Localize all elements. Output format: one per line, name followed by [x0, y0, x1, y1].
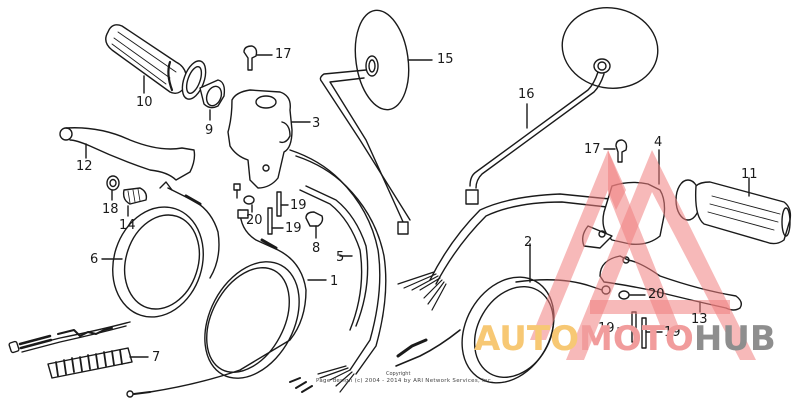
- copyright-label: Copyright: [386, 371, 411, 377]
- callout-19c: 19: [598, 321, 615, 336]
- callout-17-right: 17: [584, 142, 601, 157]
- cable-spring: [47, 347, 149, 379]
- callout-12: 12: [76, 159, 93, 174]
- callout-20-right: 20: [648, 287, 665, 302]
- callout-2: 2: [524, 235, 533, 250]
- callout-18: 18: [102, 202, 119, 217]
- bolt-19b: [267, 207, 284, 235]
- left-lever: [59, 127, 196, 181]
- bolt-19a: [276, 191, 289, 217]
- screw-small: [233, 183, 241, 199]
- callout-17-left: 17: [275, 47, 292, 62]
- callout-13: 13: [691, 312, 708, 327]
- right-mirror: [465, 7, 659, 205]
- clutch-cable: [395, 243, 611, 384]
- watermark-logo: [530, 150, 756, 360]
- nut-20-left: [243, 195, 255, 213]
- nut-20-right: [618, 290, 646, 300]
- callout-19b: 19: [285, 221, 302, 236]
- callout-3: 3: [312, 116, 321, 131]
- callout-9: 9: [205, 123, 214, 138]
- throttle-pipe: [199, 79, 226, 121]
- watermark-moto: MOTO: [578, 319, 694, 359]
- callout-11: 11: [741, 167, 758, 182]
- screw-17-left: [243, 45, 273, 71]
- watermark-auto: AUTO: [474, 319, 579, 359]
- clamp-8: [305, 211, 324, 239]
- callout-1: 1: [330, 274, 339, 289]
- copyright-notice: Page design (c) 2004 - 2014 by ARI Netwo…: [316, 378, 494, 384]
- throttle-cable: [126, 209, 327, 398]
- callout-6: 6: [90, 252, 99, 267]
- callout-19a: 19: [290, 198, 307, 213]
- callout-16: 16: [518, 87, 535, 102]
- brake-cable-end: [8, 327, 113, 354]
- callout-20-left: 20: [246, 213, 263, 228]
- callout-7: 7: [152, 350, 161, 365]
- wire-harness-right: [397, 193, 621, 311]
- right-grip: [675, 177, 792, 245]
- screw-17-right: [603, 139, 628, 163]
- wire-harness-left: [289, 149, 387, 393]
- callout-19d: 19: [664, 325, 681, 340]
- callout-15: 15: [437, 52, 454, 67]
- callout-14: 14: [119, 218, 136, 233]
- watermark-text: AUTOMOTOHUB: [474, 322, 776, 356]
- watermark-hub: HUB: [693, 319, 776, 359]
- adjuster-14: [122, 187, 148, 217]
- left-grip: [105, 24, 207, 100]
- callout-10: 10: [136, 95, 153, 110]
- bolts-19-right: [617, 311, 663, 349]
- left-mirror: [319, 9, 433, 235]
- callout-5: 5: [336, 250, 345, 265]
- brake-cable: [19, 181, 220, 353]
- callout-4: 4: [654, 135, 663, 150]
- lock-nut-18: [106, 175, 120, 201]
- callout-8: 8: [312, 241, 321, 256]
- left-switch-housing: [227, 89, 311, 189]
